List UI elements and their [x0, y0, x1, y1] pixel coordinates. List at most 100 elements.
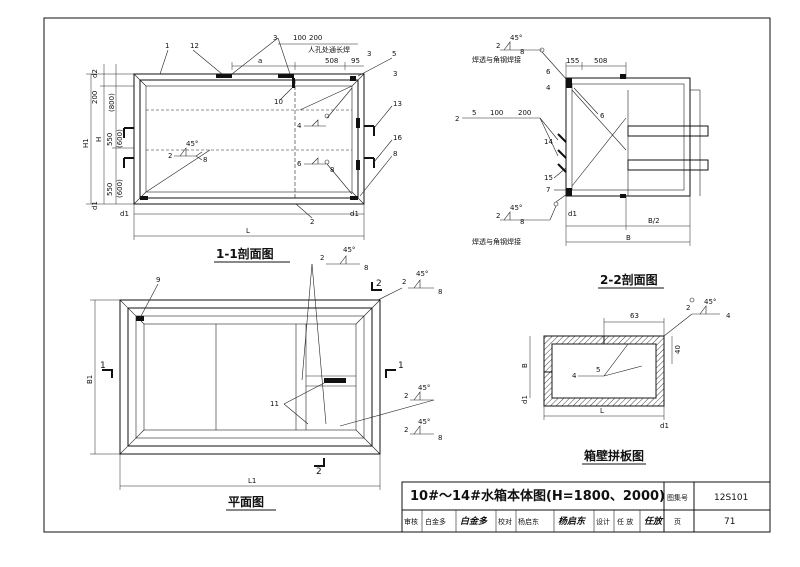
weld-1-end: 8 [203, 156, 207, 164]
s2-weld-top-end: 8 [520, 48, 524, 56]
weld-1-angle: 45° [186, 140, 198, 148]
callout-2: 2 [310, 218, 314, 226]
s2-weld-bot-end: 8 [520, 218, 524, 226]
s2-weld-top-num: 2 [496, 42, 500, 50]
s2-dim-d1: d1 [568, 210, 577, 218]
wp-dim-63: 63 [630, 312, 639, 320]
atlas-label: 图集号 [667, 493, 688, 502]
review-label: 审核 [404, 517, 418, 526]
callout-1: 1 [165, 42, 169, 50]
plan-weld-2-angle: 45° [418, 384, 430, 392]
wall-panel-title: 箱壁拼板图 [584, 448, 644, 463]
weld-1-num: 2 [168, 152, 172, 160]
weld-top-b: 100 [293, 34, 306, 42]
title-block: 10#～14#水箱本体图(H=1800、2000) 图集号 12S101 审核 … [401, 481, 771, 533]
callout-13: 13 [393, 100, 402, 108]
dim-95: 95 [351, 57, 360, 65]
dim-d2: d2 [91, 69, 99, 78]
plan-weld-0-num: 2 [320, 254, 324, 262]
plan-section-2-bottom: 2 [316, 467, 322, 477]
s2-callout-14: 14 [544, 138, 553, 146]
plan-weld-3-num: 2 [404, 426, 408, 434]
designer-signature: 任放 [644, 516, 664, 527]
wp-dim-L: L [600, 407, 604, 415]
page-label: 页 [674, 518, 681, 526]
dim-600-upper: (600) [116, 129, 124, 148]
section-1-1: 1 12 3 100 200 人孔处通长焊 3 5 3 10 13 16 8 2… [82, 34, 402, 263]
dim-d1-left: d1 [91, 201, 99, 210]
plan-weld-1-num: 2 [402, 278, 406, 286]
atlas-number: 12S101 [714, 493, 748, 503]
plan-weld-1-angle: 45° [416, 270, 428, 278]
s2-callout-7: 7 [546, 186, 550, 194]
design-label: 设计 [596, 517, 610, 526]
dim-508: 508 [325, 57, 338, 65]
checker-signature: 杨启东 [558, 516, 587, 527]
plan-section-1-right: 1 [398, 361, 404, 371]
dim-H: H [95, 137, 103, 142]
wp-weld-end: 4 [726, 312, 731, 320]
s2-dim-B2: B/2 [648, 217, 660, 225]
s2-weld-bot-num: 2 [496, 212, 500, 220]
plan-title: 平面图 [228, 495, 264, 509]
dim-H1: H1 [82, 138, 90, 148]
wp-weld-num: 2 [686, 304, 690, 312]
dim-d1-bl: d1 [120, 210, 129, 218]
s2-weld-bot-note: 焊透与角钢焊接 [472, 237, 521, 246]
callout-5: 5 [392, 50, 396, 58]
plan-section-1-left: 1 [100, 361, 106, 371]
sheet-frame [43, 17, 771, 533]
dim-550-lower: 550 [106, 183, 114, 196]
dim-a: a [258, 57, 262, 65]
weld-top-a: 3 [273, 34, 277, 42]
wp-weld-inner-num: 4 [572, 372, 577, 380]
plan-weld-1-end: 8 [438, 288, 442, 296]
s2-weld-top-note: 焊透与角钢焊接 [472, 55, 521, 64]
plan-weld-0-end: 8 [364, 264, 368, 272]
wp-dim-40: 40 [674, 345, 682, 354]
callout-8: 8 [393, 150, 397, 158]
dim-L: L [246, 227, 250, 235]
section-1-title: 1-1剖面图 [216, 246, 274, 261]
s2-callout-6a: 6 [546, 68, 551, 76]
s2-callout-4: 4 [546, 84, 551, 92]
dim-600-lower: (600) [116, 179, 124, 198]
reviewer-name: 白金多 [425, 517, 446, 526]
s2-weld-bot-angle: 45° [510, 204, 522, 212]
plan-section-2-top: 2 [376, 279, 382, 289]
callout-16: 16 [393, 134, 402, 142]
section-2-2: 2 45° 8 焊透与角钢焊接 2 45° 8 焊透与角钢焊接 2 5 100 … [455, 34, 709, 289]
s2-dim-B: B [626, 234, 631, 242]
dim-550-upper: 550 [106, 133, 114, 146]
page-number: 71 [724, 517, 735, 527]
dim-d1-br: d1 [350, 210, 359, 218]
reviewer-signature: 白金多 [460, 516, 488, 527]
s2-weld-left-c: 100 [490, 109, 503, 117]
wp-dim-d1-right: d1 [660, 422, 669, 430]
plan-callout-9: 9 [156, 276, 160, 284]
plan-weld-0-angle: 45° [343, 246, 355, 254]
plan-weld-3-angle: 45° [418, 418, 430, 426]
drawing-title: 10#～14#水箱本体图(H=1800、2000) [410, 488, 665, 504]
checker-name: 杨启东 [518, 517, 539, 526]
tank-outer-1 [133, 73, 365, 205]
check-label: 校对 [498, 517, 512, 526]
callout-3b: 3 [393, 70, 397, 78]
wp-dim-d1-left: d1 [521, 395, 529, 404]
wp-weld-inner-b: 5 [596, 366, 600, 374]
callout-10: 10 [274, 98, 283, 106]
weld-3-num: 6 [297, 160, 302, 168]
s2-dim-508: 508 [594, 57, 607, 65]
weld-2-num: 4 [297, 122, 302, 130]
dim-200: 200 [91, 91, 99, 104]
plan-dim-B1: B1 [86, 375, 94, 384]
wp-dim-B: B [521, 363, 529, 368]
callout-12: 12 [190, 42, 199, 50]
callout-3a: 3 [367, 50, 371, 58]
plan-weld-3-end: 8 [438, 434, 442, 442]
weld-3-end: 8 [330, 166, 334, 174]
weld-top-note: 人孔处通长焊 [308, 45, 350, 54]
tank-inner-1 [139, 79, 359, 199]
designer-name: 任 放 [617, 517, 633, 526]
